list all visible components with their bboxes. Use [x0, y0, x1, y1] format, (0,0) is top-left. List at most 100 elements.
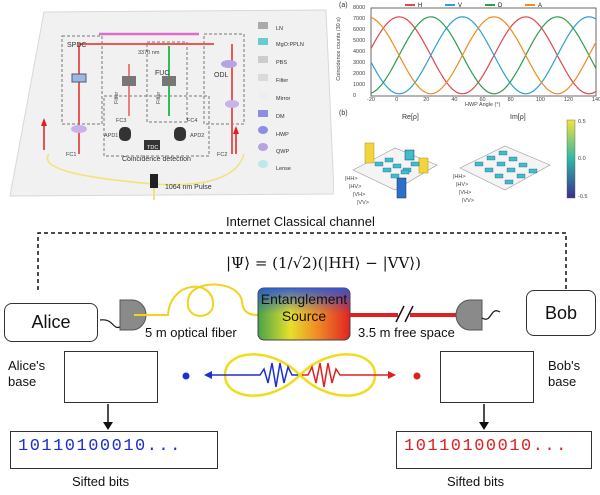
fiber-label: 5 m optical fiber	[145, 325, 237, 340]
odl-box	[203, 33, 245, 125]
cbar-tick-bottom: -0.5	[578, 194, 588, 200]
apd1-label: APD1	[104, 133, 119, 139]
plot-a-xtick: -20	[367, 97, 375, 103]
bob-detector	[455, 299, 483, 331]
bob-base-box	[440, 351, 534, 403]
plot-a-ytick: 6000	[353, 27, 366, 33]
plot-b: (b) Re[ρ] Im[ρ]	[335, 110, 600, 210]
fc3-label: FC3	[116, 118, 127, 124]
colorbar	[566, 119, 576, 199]
plot-a-legend-d: D	[485, 3, 502, 9]
fc2-label: FC2	[217, 152, 228, 158]
alice-sifted-label: Sifted bits	[72, 474, 130, 489]
curve-h	[370, 16, 597, 95]
optical-fiber	[134, 283, 259, 317]
plot-b-svg	[352, 119, 576, 199]
plot-a-xtick: 0	[395, 97, 399, 103]
plot-a-legend-a: A	[525, 3, 542, 9]
cbar-tick-mid: 0.0	[578, 156, 586, 162]
coincidence-box	[103, 95, 210, 157]
re-axis-vh: |VH>	[353, 192, 366, 198]
re-axis-hh: |HH>	[345, 176, 358, 182]
entangled-state-equation: |Ψ⟩ = (1/√2)(|HH⟩ − |VV⟩)	[226, 254, 422, 272]
plot-a-legend-v: V	[445, 3, 462, 9]
plot-a-xtick: 120	[563, 97, 574, 103]
re-bar-hh	[364, 142, 375, 164]
plot-b-im-title: Im[ρ]	[510, 114, 526, 121]
distance-label: 3370 nm	[138, 50, 160, 56]
odl-label: ODL	[214, 72, 229, 79]
alice-label: Alice	[31, 312, 71, 332]
plot-a-xtick: 60	[479, 97, 486, 103]
setup-panel: SPDC FUC ODL 3370 nm FC1 FC2 FC3 FC4 APD…	[4, 4, 335, 200]
bob-photon-dot	[413, 372, 421, 380]
bob-bits-box: 10110100010...	[396, 431, 592, 469]
plot-a-xtick: 80	[507, 97, 514, 103]
cbar-tick-top: 0.5	[578, 119, 586, 125]
legend-mirror: Mirror	[276, 96, 291, 102]
legend-pbs: PBS	[276, 60, 288, 66]
bob-label: Bob	[544, 302, 578, 323]
plot-a-legend-h: H	[405, 3, 422, 9]
coincidence-label: Coincidence detection	[122, 156, 191, 163]
re-axis-hv: |HV>	[349, 184, 362, 190]
spdc-label: SPDC	[67, 42, 87, 49]
plot-a-xtick: 100	[535, 97, 545, 103]
alice-base-label: Alice's base	[8, 358, 46, 389]
free-space-label: 3.5 m free space	[358, 325, 455, 340]
alice-box: Alice	[4, 303, 98, 342]
im-axis-hv: |HV>	[456, 182, 469, 188]
plot-b-panel-label: (b)	[339, 110, 348, 117]
curve-d	[370, 16, 597, 95]
plot-b-re-title: Re[ρ]	[402, 114, 419, 121]
im-axis-vv: |VV>	[462, 198, 474, 204]
re-bar-2	[396, 177, 407, 199]
plot-a-ytick: 1000	[353, 82, 366, 88]
im-axis-vh: |VH>	[459, 190, 472, 196]
source-label-line1: Entanglement	[260, 291, 348, 307]
bob-bits: 10110100010...	[404, 437, 568, 456]
plot-a-xtick: 20	[423, 97, 430, 103]
re-bar-1	[404, 149, 415, 161]
fuc-box	[146, 41, 188, 123]
alice-detector	[119, 299, 147, 331]
photon-pair-path	[223, 353, 377, 397]
plot-a-ytick: 3000	[353, 60, 366, 66]
fuc-label: FUC	[155, 70, 170, 77]
channel-label: Internet Classical channel	[226, 214, 375, 229]
legend-lense: Lense	[276, 166, 291, 172]
plot-a-xtick: 40	[451, 97, 458, 103]
pulse-label: 1064 nm Pulse	[165, 184, 212, 191]
curve-v	[370, 16, 597, 95]
alice-photon-dot	[182, 372, 190, 380]
source-label: Entanglement Source	[258, 291, 350, 325]
im-axis-hh: |HH>	[453, 174, 466, 180]
curve-a	[370, 16, 597, 95]
legend-ppln: MgO:PPLN	[276, 42, 304, 48]
bob-sifted-label: Sifted bits	[447, 474, 505, 489]
alice-base-box	[64, 351, 158, 403]
legend-ln: LN	[276, 26, 284, 32]
plot-a-xlabel: HWP Angle (°)	[465, 102, 501, 108]
legend-filter: Filter	[276, 78, 289, 84]
alice-bits-box: 10110100010...	[10, 431, 218, 469]
tdc-label: TDC	[147, 145, 159, 151]
spdc-box	[61, 35, 103, 125]
plot-a-ytick: 0	[353, 93, 357, 99]
plot-a-ytick: 4000	[353, 49, 366, 55]
legend-qwp: QWP	[276, 149, 290, 155]
plot-a-xtick: 140	[592, 97, 600, 103]
plot-a-ytick: 5000	[353, 38, 366, 44]
plot-a-ytick: 2000	[353, 71, 366, 77]
fc1-label: FC1	[66, 152, 77, 158]
plot-a-panel-label: (a)	[339, 2, 348, 9]
source-label-line2: Source	[281, 308, 327, 324]
plot-a-svg	[370, 7, 597, 97]
alice-bits: 10110100010...	[18, 437, 182, 456]
re-axis-vv: |VV>	[357, 200, 369, 206]
plot-a-ytick: 8000	[353, 5, 366, 11]
fc4-label: FC4	[187, 118, 198, 124]
legend-dm: DM	[276, 114, 285, 120]
